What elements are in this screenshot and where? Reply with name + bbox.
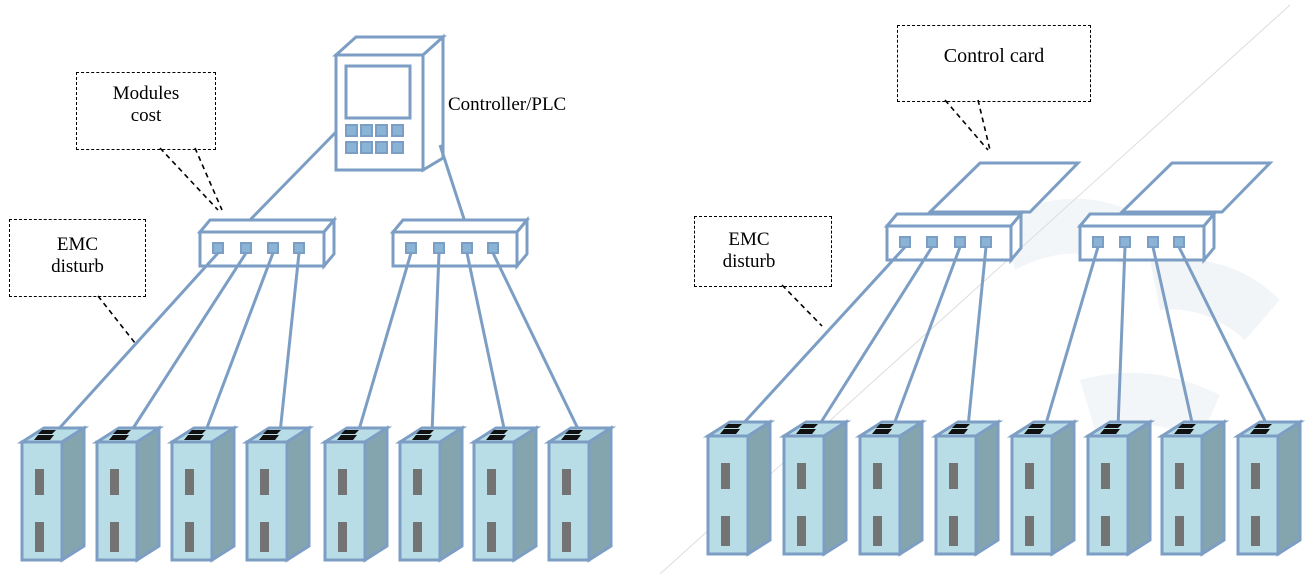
right-io-module-1 [702,419,776,557]
modules-cost-label: Modules cost [76,83,216,127]
control-card-label: Control card [943,45,1045,67]
right-callout-leaders [781,99,991,327]
left-io-module-2 [91,425,165,563]
right-cables [738,245,1270,429]
left-io-modules [16,425,617,563]
emc-disturb-callout-left [9,219,146,297]
left-cables [53,251,582,435]
modules-cost-callout [76,72,216,150]
controller-plc-label: Controller/PLC [448,94,567,115]
emc-disturb-callout-right [694,216,832,287]
left-io-module-7 [468,425,542,563]
right-io-module-2 [778,419,852,557]
right-io-modules [702,419,1306,557]
right-io-module-4 [930,419,1004,557]
left-io-module-8 [543,425,617,563]
control-card-icons [926,161,1274,214]
control-card-callout [897,25,1091,102]
emc-left-line2: disturb [51,256,104,277]
modules-cost-line2: cost [130,105,162,126]
emc-disturb-label-right: EMC disturb [694,229,804,273]
switch-module-2 [389,215,531,271]
emc-right-line1: EMC [728,229,770,250]
left-io-module-1 [16,425,90,563]
switch-module-4 [1076,209,1218,265]
link-plc-switch-1 [246,130,338,224]
right-io-module-7 [1156,419,1230,557]
left-io-module-5 [319,425,393,563]
emc-disturb-label-left: EMC disturb [9,234,146,278]
right-io-module-5 [1006,419,1080,557]
modules-cost-line1: Modules [112,83,180,104]
right-io-module-6 [1082,419,1156,557]
left-io-module-4 [241,425,315,563]
left-io-module-6 [394,425,468,563]
emc-left-line1: EMC [56,234,99,255]
right-io-module-3 [854,419,928,557]
emc-right-line2: disturb [722,251,776,272]
left-io-module-3 [166,425,240,563]
link-plc-switch-2 [438,144,467,223]
controller-plc-icon [332,33,447,173]
switch-module-1 [196,215,338,271]
right-io-module-8 [1232,419,1306,557]
switch-module-3 [883,209,1025,265]
left-callout-leaders [97,147,223,344]
